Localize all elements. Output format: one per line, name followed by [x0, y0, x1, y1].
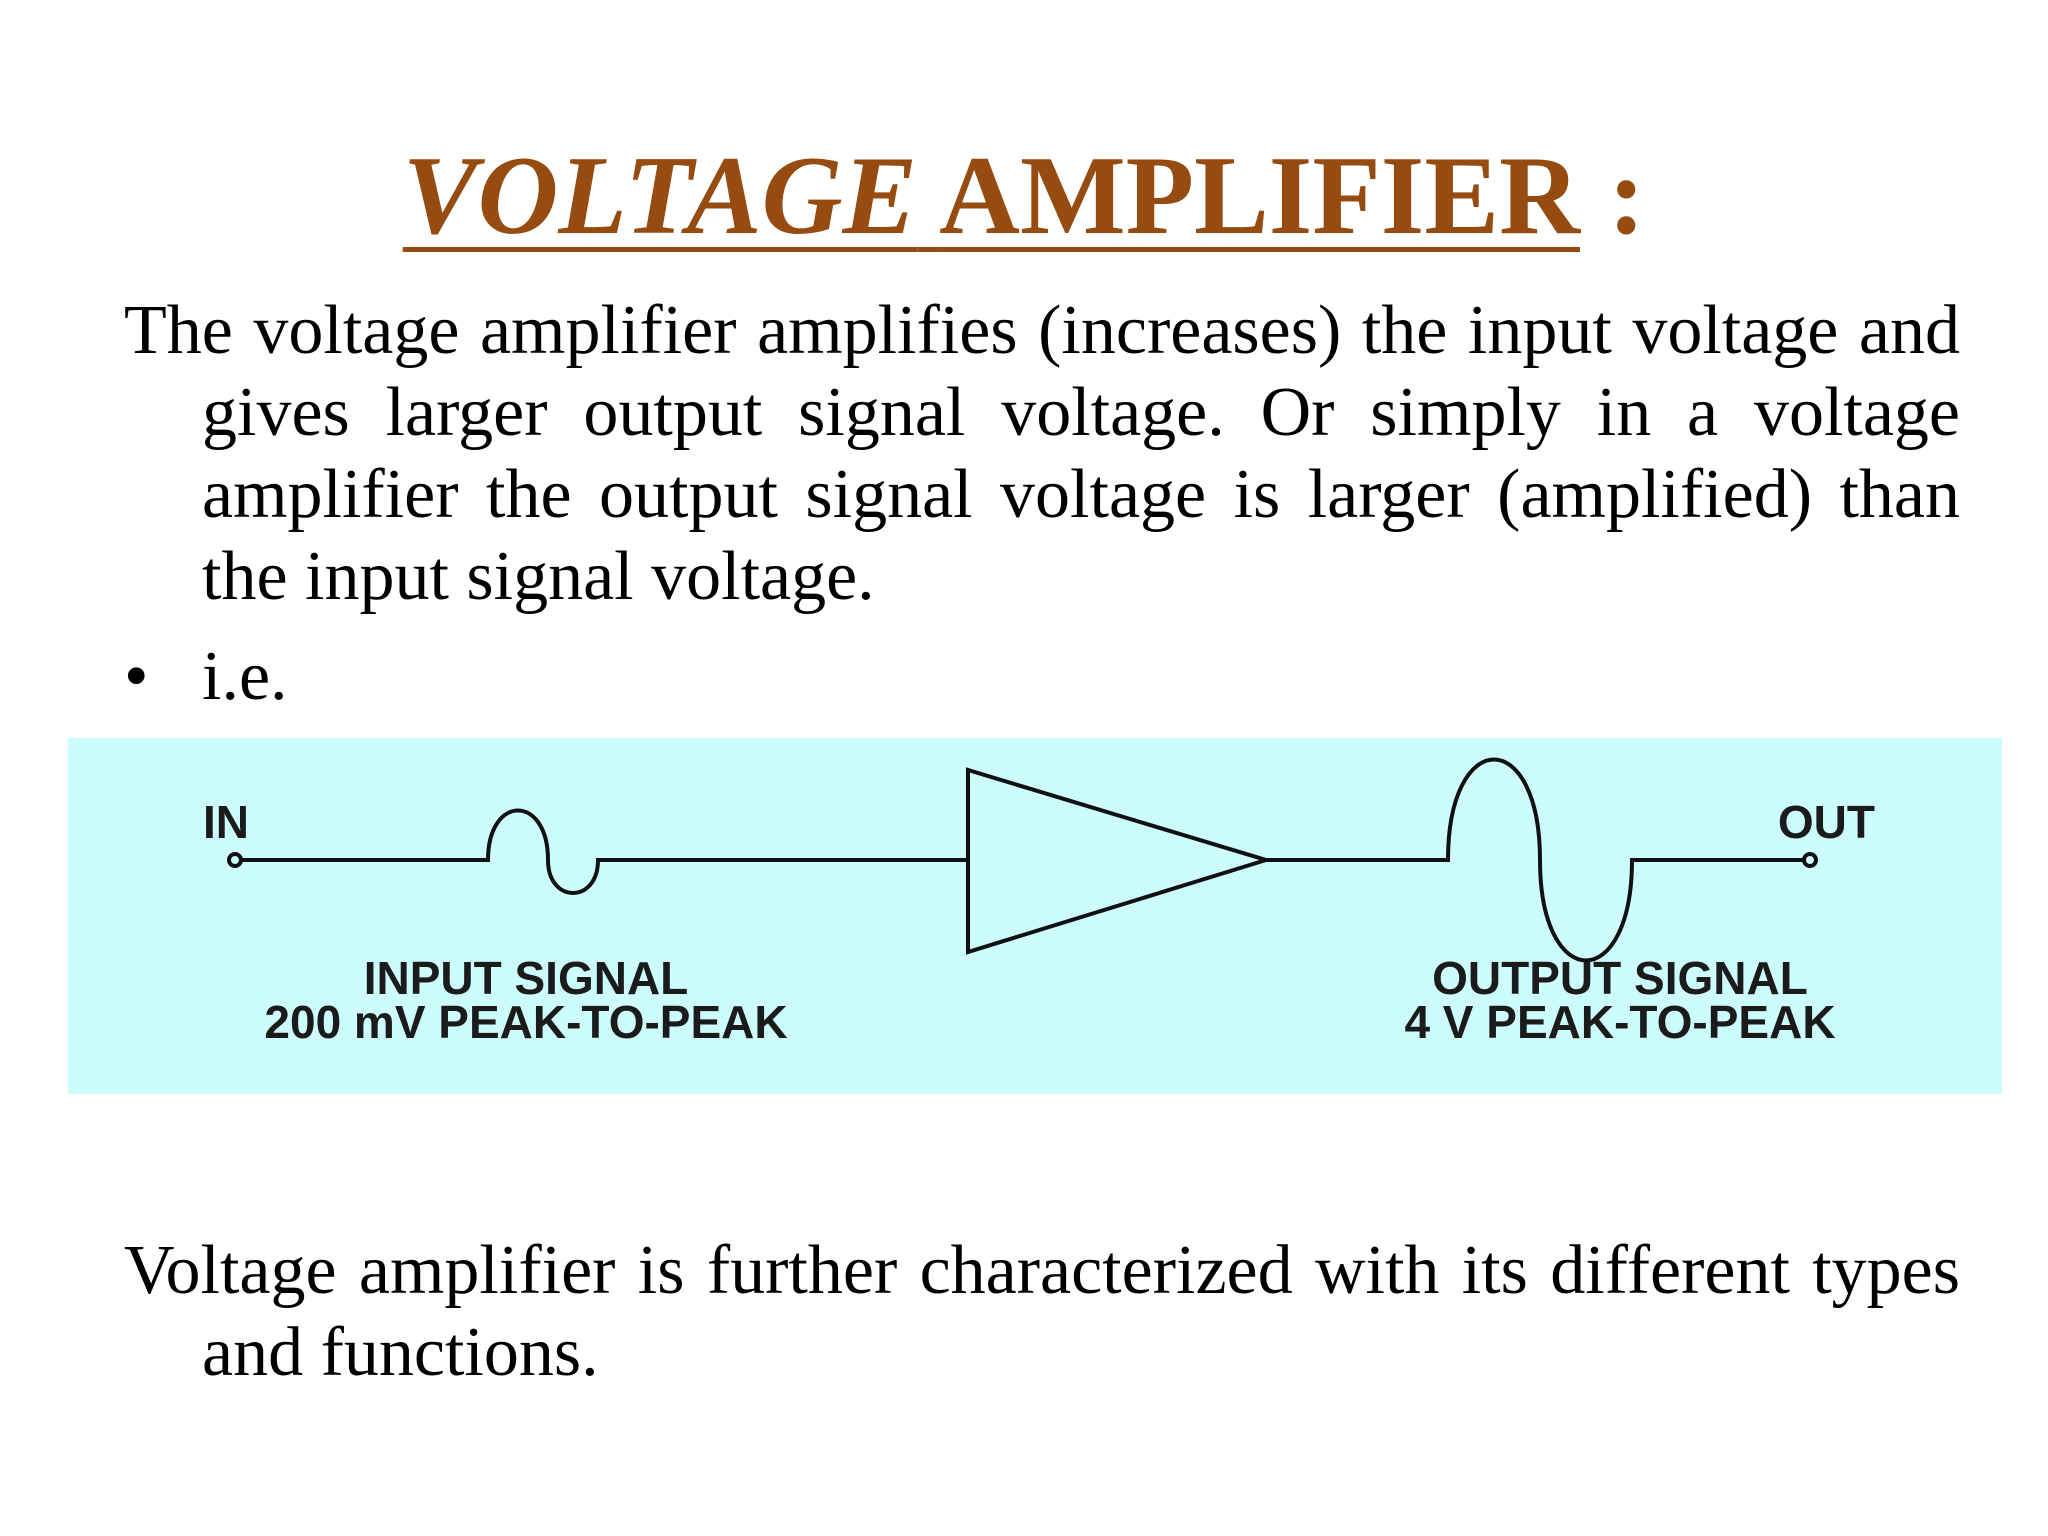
- amplifier-diagram-svg: IN OUT INPUT SIGNAL 200 mV PEAK-TO-PEAK …: [203, 757, 1875, 1048]
- output-terminal: [1802, 852, 1818, 868]
- paragraph-closing: Voltage amplifier is further characteriz…: [124, 1232, 1960, 1391]
- bullet-item: • i.e.: [124, 636, 288, 718]
- output-signal-wave: [1266, 757, 1804, 963]
- amplifier-diagram: IN OUT INPUT SIGNAL 200 mV PEAK-TO-PEAK …: [68, 738, 2002, 1094]
- out-label: OUT: [1778, 796, 1875, 848]
- slide-title: VOLTAGE AMPLIFIER :: [0, 132, 2048, 261]
- bullet-text: i.e.: [202, 638, 288, 715]
- input-terminal: [227, 852, 243, 868]
- title-colon: :: [1579, 134, 1646, 258]
- title-word-amplifier: AMPLIFIER: [939, 134, 1580, 258]
- input-signal-wave: [241, 808, 968, 895]
- bullet-symbol: •: [124, 638, 149, 715]
- input-caption-line2: 200 mV PEAK-TO-PEAK: [264, 996, 787, 1048]
- output-caption-line1: OUTPUT SIGNAL: [1432, 952, 1808, 1004]
- title-word-voltage: VOLTAGE: [402, 134, 918, 258]
- in-label: IN: [203, 796, 249, 848]
- amplifier-triangle: [966, 767, 1273, 955]
- output-caption-line2: 4 V PEAK-TO-PEAK: [1404, 996, 1835, 1048]
- input-caption-line1: INPUT SIGNAL: [364, 952, 689, 1004]
- paragraph-definition: The voltage amplifier amplifies (increas…: [124, 292, 1960, 615]
- title-underlined-part: VOLTAGE AMPLIFIER: [403, 134, 1580, 258]
